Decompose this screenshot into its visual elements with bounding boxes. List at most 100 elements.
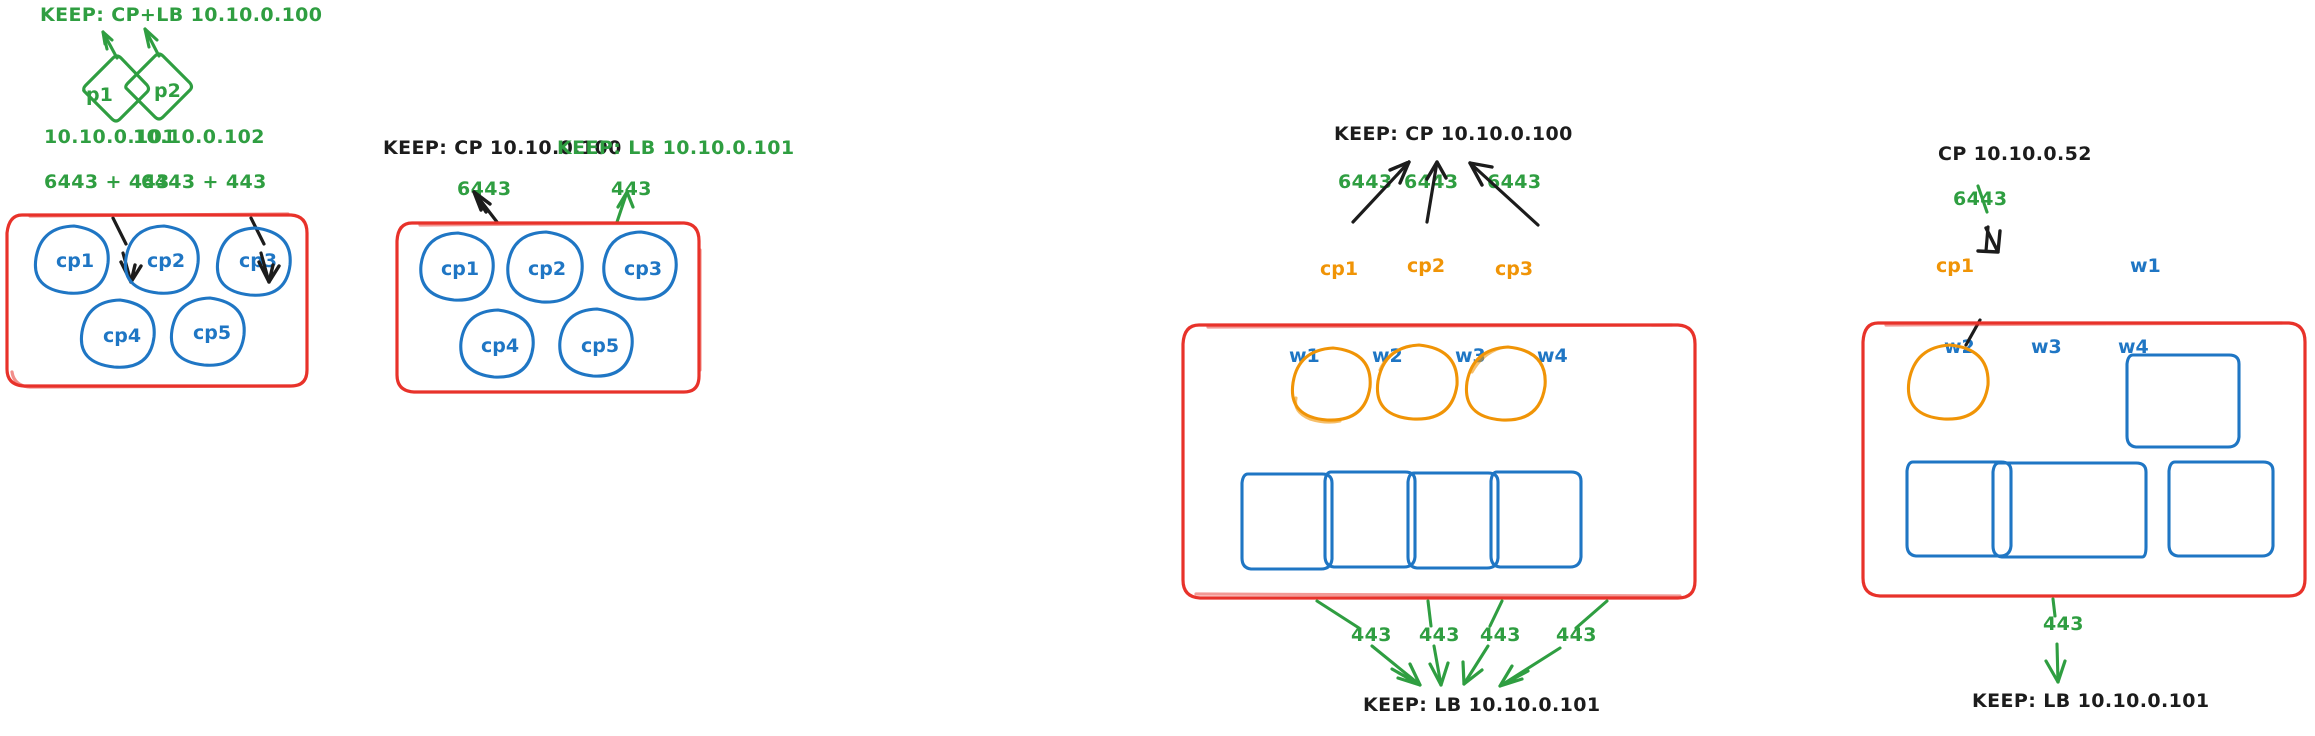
arrowhead-w1-443: [1390, 662, 1422, 687]
panel-3-bottom-label: KEEP: LB 10.10.0.101: [1363, 694, 1601, 716]
panel-1-shapes: [5, 27, 309, 389]
cp-circle-cp4: [79, 298, 156, 369]
proxy-node-label-p2: p2: [154, 80, 181, 102]
cluster-box-panel-2-overdraw: [418, 221, 702, 372]
cp-node-label-cp2: cp2: [147, 250, 186, 272]
panel-3-top-port-3: 6443: [1487, 171, 1542, 193]
worker-square-w4: [1489, 470, 1583, 569]
panel-3-top-label: KEEP: CP 10.10.0.100: [1334, 123, 1573, 145]
panel-3-top-port-1: 6443: [1338, 171, 1393, 193]
connector-443-down: [2051, 597, 2057, 618]
cp-node-label-cp1: cp1: [1320, 258, 1359, 280]
worker-node-label-w4: w4: [1537, 345, 1568, 367]
connector-cp3-6443: [1468, 161, 1540, 227]
panel-3-bottom-port-1: 443: [1351, 624, 1392, 646]
panel-2-shapes: [395, 190, 702, 394]
port-label-p2: 6443 + 443: [141, 171, 267, 193]
cluster-box-panel-2: [395, 221, 701, 394]
cp-node-label-cp5: cp5: [581, 335, 620, 357]
cp-circle-cp1-overdraw: [1294, 396, 1342, 424]
worker-node-label-w1: w1: [2130, 255, 2161, 277]
arrowhead-w2-443: [1428, 661, 1450, 687]
worker-square-w2: [1323, 470, 1417, 569]
proxy-ip-p2: 10.10.0.102: [133, 126, 265, 148]
panel-2-port-443: 443: [611, 178, 652, 200]
cp-circle-cp1: [1290, 346, 1372, 422]
connector-443-down-b: [2055, 642, 2060, 684]
connector-cp1-mid: [1984, 225, 1990, 253]
connector-cp2-6443: [1425, 160, 1439, 224]
cluster-box-panel-4: [1861, 321, 2307, 598]
cp-circle-cp2: [506, 230, 584, 304]
arrowhead-p2-to-cluster: [257, 260, 281, 284]
panel-4-bottom-port-1: 443: [2043, 613, 2084, 635]
connector-w3-443b: [1462, 644, 1490, 686]
panel-2-top-label-cp: KEEP: CP 10.10.0.100: [383, 137, 622, 159]
cp-node-label-cp2: cp2: [1407, 255, 1446, 277]
arrowhead-cp-6443-panel-2: [472, 190, 492, 214]
cp-circle-cp2-overdraw: [1378, 344, 1412, 372]
worker-node-label-w4: w4: [2118, 336, 2149, 358]
arrowhead-w4-443: [1498, 664, 1530, 688]
cp-circle-cp1: [33, 224, 110, 295]
cp-circle-cp5: [558, 307, 634, 378]
connector-6443-up: [1976, 184, 1989, 214]
cp-node-label-cp4: cp4: [481, 335, 520, 357]
panel-3-bottom-port-4: 443: [1556, 624, 1597, 646]
arrowhead-cp2-6443: [1425, 160, 1448, 181]
worker-square-w3: [1991, 461, 2148, 559]
cluster-box-panel-3: [1181, 323, 1697, 600]
panel-4-bottom-label: KEEP: LB 10.10.0.101: [1972, 690, 2210, 712]
panel-3-bottom-port-3: 443: [1480, 624, 1521, 646]
cp-node-label-cp2: cp2: [528, 258, 567, 280]
panel-3-shapes: [1181, 160, 1697, 688]
cp-circle-cp1: [1906, 343, 1990, 421]
arrowhead-cp3-6443: [1468, 161, 1494, 187]
proxy-diamond-p1: [82, 54, 151, 123]
cp-circle-cp3: [215, 226, 292, 297]
connector-w2-443: [1426, 599, 1433, 628]
arrowhead-lb-443-panel-2: [616, 190, 635, 209]
connector-w3-443: [1488, 599, 1504, 628]
cluster-box-panel-1-overdraw: [10, 212, 292, 389]
port-label-p1: 6443 + 443: [44, 171, 170, 193]
cp-circle-cp5: [169, 296, 246, 367]
panel-3-bottom-port-2: 443: [1419, 624, 1460, 646]
arrowhead-443-down: [2044, 659, 2067, 684]
panel-4-top-label: CP 10.10.0.52: [1938, 143, 2092, 165]
arrowhead-p1-to-vip: [101, 30, 114, 51]
arrowhead-p2-to-vip: [143, 27, 159, 49]
cp-node-label-cp1: cp1: [441, 258, 480, 280]
connector-p1-to-cluster: [111, 216, 128, 246]
panel-4-top-port-1: 6443: [1953, 188, 2008, 210]
cluster-box-panel-4-overdraw: [1884, 321, 2284, 327]
panel-1-top-label: KEEP: CP+LB 10.10.0.100: [40, 4, 323, 26]
cluster-box-panel-3-overdraw: [1194, 323, 1682, 598]
cp-circle-cp3: [1464, 345, 1547, 422]
panel-2-port-6443: 6443: [457, 178, 512, 200]
worker-node-label-w1: w1: [1289, 345, 1320, 367]
arrowhead-w3-443: [1461, 660, 1484, 686]
cp-circle-cp1: [419, 231, 495, 302]
cp-node-label-cp3: cp3: [624, 258, 663, 280]
connector-cp1-6443: [1351, 160, 1411, 224]
connector-p2-to-cluster: [249, 216, 266, 246]
worker-square-w2: [1905, 460, 2013, 558]
cp-node-label-cp1: cp1: [56, 250, 95, 272]
cp-node-label-cp5: cp5: [193, 322, 232, 344]
connector-w2-443b: [1432, 644, 1443, 687]
worker-square-w1: [2125, 353, 2241, 449]
panel-4-shapes: [1861, 184, 2307, 684]
cp-node-label-cp3: cp3: [1495, 258, 1534, 280]
panel-2-top-label-lb: KEEP: LB 10.10.0.101: [557, 137, 795, 159]
worker-square-w1: [1240, 472, 1334, 571]
connector-w1-443: [1315, 599, 1361, 630]
connector-w4-443: [1574, 599, 1609, 630]
cp-circle-cp4: [459, 308, 535, 379]
cp-node-label-cp4: cp4: [103, 325, 142, 347]
cp-circle-cp3-overdraw: [1470, 346, 1502, 374]
connector-w1-443b: [1370, 644, 1422, 687]
cp-node-label-cp1: cp1: [1936, 255, 1975, 277]
